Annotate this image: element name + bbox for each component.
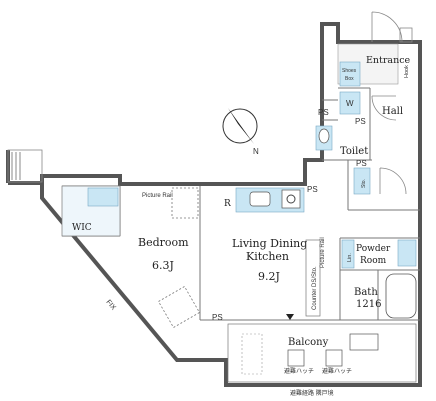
counter-ds-label: Counter DS/Sto. [312, 266, 318, 310]
bath-label: Bath [354, 287, 378, 298]
refrigerator-label: R [224, 199, 231, 209]
bedroom-label: Bedroom [138, 236, 189, 249]
washer-label: W [346, 99, 354, 108]
storage-label: Sto. [361, 179, 367, 188]
balcony-area [227, 323, 417, 383]
ldk-label-line1: Living Dining [232, 237, 307, 250]
hook-label: Hook [404, 65, 410, 78]
bathtub [385, 273, 417, 319]
wic-label: WIC [72, 223, 92, 233]
washbasin [397, 239, 417, 267]
shoes-box-label-bottom: Box [345, 76, 354, 82]
fix-label: FIX [104, 299, 117, 312]
powder-room-label-line1: Powder [356, 244, 391, 254]
evac-hatch-left: 避難ハッチ [284, 367, 314, 375]
ps-upper-label: PS [318, 108, 329, 117]
outer-walls [6, 22, 422, 387]
bath-size: 1216 [356, 299, 381, 310]
entrance-floor [337, 43, 399, 85]
evac-route-label: 避難経路 隣戸境 [290, 389, 334, 397]
shoes-box-label-top: Shoes [342, 68, 357, 74]
ps-right-label: PS [356, 159, 367, 168]
entrance-label: Entrance [366, 55, 411, 66]
ldk-size: 9.2J [258, 270, 280, 283]
shoes-box [339, 61, 361, 87]
linen-label: Lin. [347, 253, 353, 262]
north-arrow: N [222, 108, 259, 156]
washer-space [339, 91, 361, 115]
hall-label: Hall [382, 106, 403, 117]
picture-rail-ldk: Picture Rail [320, 237, 326, 268]
powder-room-label-line2: Room [360, 256, 387, 266]
entrance-door [371, 11, 413, 43]
picture-rail-bedroom: Picture Rail [142, 193, 173, 199]
ps-toilet-label: PS [355, 117, 366, 126]
toilet-label: Toilet [340, 146, 368, 157]
evac-hatch-right: 避難ハッチ [322, 367, 352, 375]
ldk-label-line2: Kitchen [246, 250, 289, 263]
balcony-label: Balcony [288, 337, 329, 348]
north-label: N [253, 147, 259, 156]
ps-lower-label: PS [212, 313, 223, 322]
linen-cabinet [341, 239, 355, 269]
ps-kitchen-label: PS [307, 185, 318, 194]
storage [353, 167, 371, 195]
bedroom-size: 6.3J [152, 259, 174, 272]
counter-storage [305, 239, 321, 317]
